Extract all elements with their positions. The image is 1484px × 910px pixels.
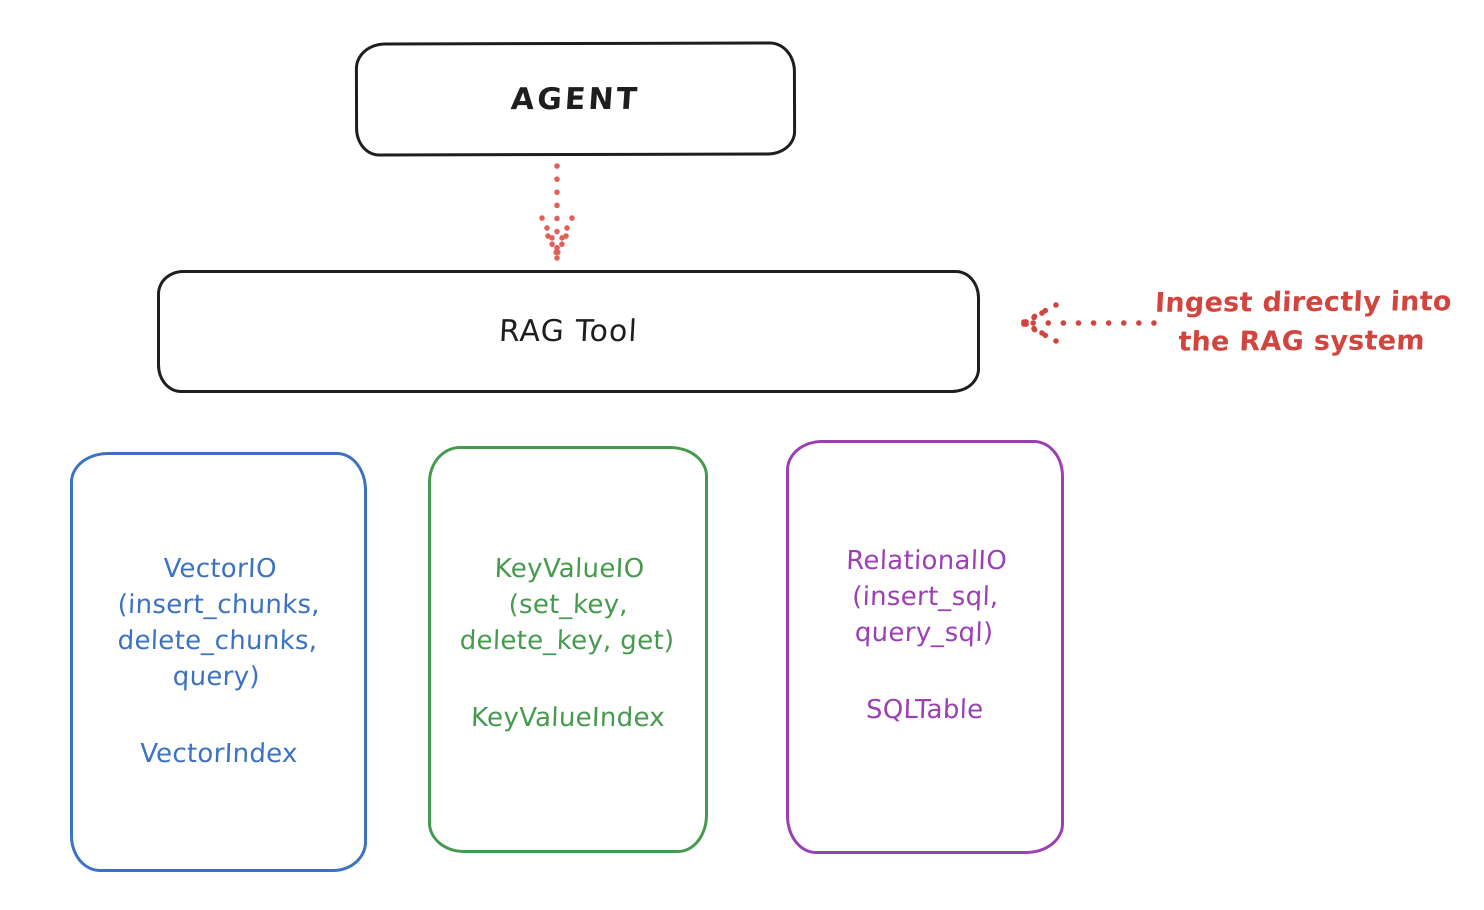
vector-io-description: VectorIO (insert_chunks, delete_chunks, …: [115, 551, 322, 695]
relational-io-description: RelationalIO (insert_sql, query_sql): [843, 543, 1008, 651]
keyvalue-io-node: KeyValueIO (set_key, delete_key, get) Ke…: [428, 446, 708, 853]
vector-io-line: VectorIO: [163, 554, 278, 584]
relational-io-node: RelationalIO (insert_sql, query_sql) SQL…: [786, 440, 1064, 854]
rag-tool-label: RAG Tool: [498, 314, 639, 349]
vector-io-node: VectorIO (insert_chunks, delete_chunks, …: [70, 452, 367, 872]
vector-io-line: query): [172, 662, 261, 692]
vector-io-line: (insert_chunks,: [117, 590, 321, 620]
agent-node: AGENT: [354, 41, 797, 157]
keyvalue-io-line: (set_key,: [507, 590, 629, 620]
keyvalue-index-label: KeyValueIndex: [470, 703, 666, 733]
annotation-text: Ingest directly into the RAG system: [1128, 282, 1477, 362]
annotation-line-2: the RAG system: [1177, 325, 1426, 358]
keyvalue-io-description: KeyValueIO (set_key, delete_key, get): [459, 551, 677, 659]
arrow-down-icon: [539, 163, 575, 261]
annotation-line-1: Ingest directly into: [1154, 286, 1453, 319]
relational-io-line: (insert_sql,: [851, 582, 999, 612]
rag-tool-node: RAG Tool: [157, 270, 980, 393]
keyvalue-io-line: delete_key, get): [458, 626, 675, 656]
arrow-left-icon: [1019, 302, 1157, 344]
vector-index-label: VectorIndex: [139, 739, 298, 769]
agent-label: AGENT: [509, 81, 642, 117]
relational-io-line: query_sql): [853, 618, 994, 648]
keyvalue-io-line: KeyValueIO: [493, 554, 645, 584]
relational-io-line: RelationalIO: [845, 546, 1008, 576]
sql-table-label: SQLTable: [865, 695, 985, 725]
vector-io-line: delete_chunks,: [117, 626, 319, 656]
